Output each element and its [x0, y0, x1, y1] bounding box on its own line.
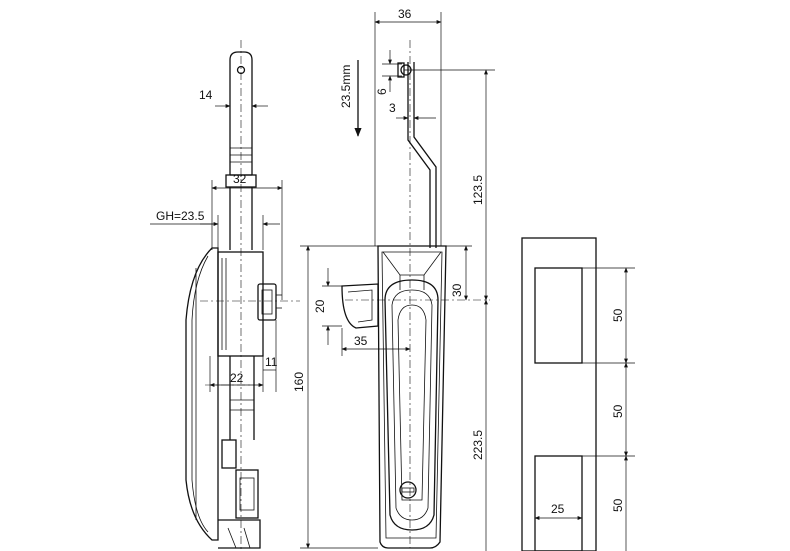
front-handle-grip — [384, 279, 439, 531]
dim-50-bot: 50 — [611, 498, 625, 512]
dim-123-5: 123.5 — [471, 175, 485, 205]
front-view: 23.5mm 36 6 3 123.5 30 20 35 — [292, 7, 495, 551]
dim-36: 36 — [398, 7, 412, 21]
dim-50-top: 50 — [611, 308, 625, 322]
front-handle-housing — [377, 245, 447, 549]
dim-gh: GH=23.5 — [156, 209, 205, 223]
dim-223-5: 223.5 — [471, 430, 485, 460]
dim-160: 160 — [292, 372, 306, 392]
side-escutcheon — [185, 247, 219, 541]
dim-25: 25 — [551, 502, 565, 516]
dim-6: 6 — [375, 88, 389, 95]
cutout-lower — [534, 455, 583, 551]
dim-20: 20 — [313, 299, 327, 313]
dim-30: 30 — [450, 283, 464, 297]
dim-32: 32 — [233, 172, 247, 186]
side-latch-nut — [257, 283, 277, 321]
front-rod — [407, 62, 431, 248]
dim-22: 22 — [230, 371, 244, 385]
side-rod-top — [229, 51, 253, 175]
dim-14: 14 — [199, 88, 213, 102]
cutout-view: 50 50 50 25 — [521, 237, 635, 551]
keyhole — [399, 481, 417, 499]
dim-50-mid: 50 — [611, 404, 625, 418]
dim-3: 3 — [389, 101, 396, 115]
cutout-panel — [521, 237, 597, 551]
cutout-upper — [534, 267, 583, 364]
side-lock-housing — [217, 251, 264, 357]
dim-11: 11 — [265, 355, 278, 369]
side-view: 14 32 GH=23.5 22 11 — [150, 40, 300, 551]
front-latch-cam — [341, 283, 379, 329]
dim-35: 35 — [354, 334, 368, 348]
dim-travel: 23.5mm — [339, 65, 353, 108]
